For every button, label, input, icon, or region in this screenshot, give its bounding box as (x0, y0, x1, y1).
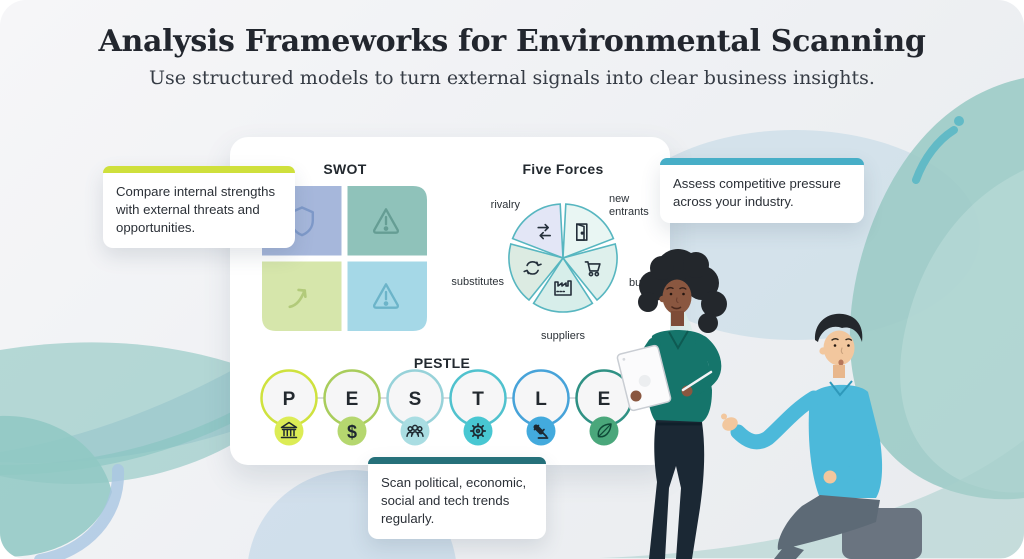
callout-text: Assess competitive pressure across your … (673, 176, 841, 209)
pestle-badge (274, 416, 304, 446)
gavel-icon (533, 424, 549, 439)
man-shirt (808, 384, 883, 498)
five-forces-segment (511, 203, 564, 260)
government-icon (280, 421, 298, 439)
pestle-item: E (575, 369, 633, 446)
pestle-item: P (260, 369, 318, 446)
five-forces-segment (562, 203, 615, 260)
pestle-item: L (512, 369, 570, 446)
pestle-label: PESTLE (413, 355, 471, 371)
pestle-item: T (449, 369, 507, 446)
segment-label-new-entrants: new entrants (609, 193, 649, 218)
pestle-letter: S (409, 389, 422, 410)
pestle-item: E $ (323, 369, 381, 446)
frameworks-card: SWOT Five Forces (230, 137, 670, 465)
swot-label: SWOT (323, 161, 367, 177)
callout-swot: Compare internal strengths with external… (103, 166, 295, 249)
stylus (681, 370, 713, 392)
dash-accent (912, 126, 958, 184)
segment-label-suppliers: suppliers (540, 330, 586, 342)
callout-accent-bar (103, 166, 295, 173)
segment-label-rivalry: rivalry (490, 199, 520, 211)
pestle-badge (337, 416, 367, 446)
callout-five-forces: Assess competitive pressure across your … (660, 158, 864, 223)
swot-quadrant (347, 261, 427, 331)
leaf-icon (597, 423, 612, 438)
man-face (823, 330, 855, 366)
swot-quadrant (347, 186, 427, 256)
pestle-letter: E (598, 389, 611, 410)
dollar-icon: $ (347, 422, 357, 442)
callout-text: Compare internal strengths with external… (116, 184, 276, 235)
stool (842, 508, 922, 559)
growth-arrow-icon (288, 288, 307, 309)
page-title: Analysis Frameworks for Environmental Sc… (98, 24, 926, 59)
warning-triangle-icon (373, 208, 399, 234)
five-forces-wheel (508, 203, 618, 313)
callout-pestle: Scan political, economic, social and tec… (368, 457, 546, 540)
pestle-chain: P E $ S (260, 369, 633, 446)
five-forces-segment (508, 243, 565, 302)
page-subtitle: Use structured models to turn external s… (149, 67, 875, 89)
five-forces-label: Five Forces (522, 161, 604, 177)
callout-text: Scan political, economic, social and tec… (381, 475, 527, 526)
pestle-letter: L (535, 389, 547, 410)
door-icon (575, 223, 588, 241)
segment-label-buyers: buyers (629, 277, 663, 289)
warning-triangle-icon (373, 283, 399, 309)
man-hair (814, 313, 863, 342)
segment-label-substitutes: substitutes (451, 276, 504, 288)
swap-arrows-icon (537, 223, 552, 240)
gear-icon (469, 422, 487, 440)
man-pants (777, 495, 880, 550)
pestle-letter: E (346, 389, 359, 410)
pestle-item: S (386, 369, 444, 446)
callout-accent-bar (368, 457, 546, 464)
pestle-letter: P (283, 389, 296, 410)
factory-icon (554, 280, 572, 296)
cart-icon (584, 261, 601, 277)
dot-accent (954, 116, 964, 126)
header: Analysis Frameworks for Environmental Sc… (0, 24, 1024, 89)
cycle-arrows-icon (523, 261, 542, 275)
pestle-badge (400, 416, 430, 446)
swot-grid (262, 186, 427, 331)
callout-accent-bar (660, 158, 864, 165)
man-sitting (721, 313, 883, 559)
people-icon (406, 424, 424, 437)
pestle-letter: T (472, 389, 484, 410)
pestle-badge (463, 416, 493, 446)
